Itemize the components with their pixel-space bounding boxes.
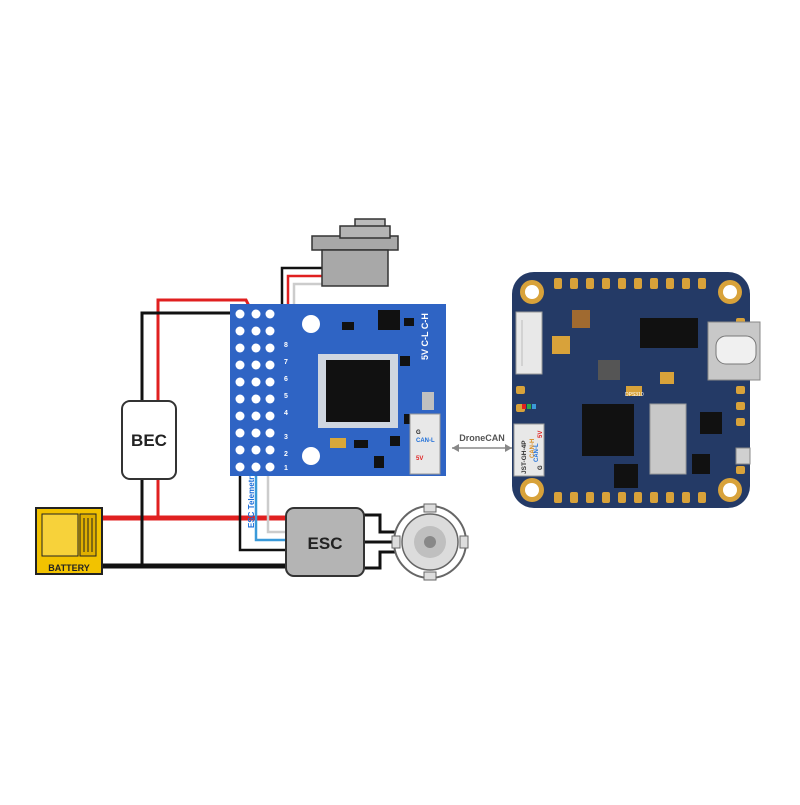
wire-bec-ground-out (140, 311, 236, 402)
fc-chip (582, 404, 634, 456)
dronecan-label: DroneCAN (459, 433, 505, 443)
pin-number: 2 (284, 451, 288, 458)
battery-label: BATTERY (48, 563, 90, 573)
component (378, 310, 400, 330)
node-can-connector (409, 413, 441, 475)
pin-number: 7 (284, 359, 288, 366)
fc-can-connector (513, 423, 545, 477)
fc-chip (640, 318, 698, 348)
fc-chip (572, 310, 590, 328)
led-indicator (527, 404, 531, 409)
dronecan-link: DroneCAN (452, 433, 512, 452)
component (390, 436, 400, 446)
fc-connector-5v-label: 5V (538, 431, 544, 438)
fc-chip (552, 336, 570, 354)
led-indicator (522, 404, 526, 409)
fc-chip (614, 464, 638, 488)
wire-esc-ground (238, 473, 288, 552)
node-connector-g-label: G (416, 430, 421, 436)
component (330, 438, 346, 448)
fc-chip (598, 360, 620, 380)
node-connector-header-label: 5V C-L C-H (420, 313, 430, 360)
fc-connector-can-h-label: CAN-H (530, 439, 536, 458)
pin-number: 3 (284, 434, 288, 441)
battery: BATTERY (35, 507, 103, 575)
servo (311, 218, 399, 287)
fc-connector-g-label: G (538, 465, 544, 470)
fc-side-connector (515, 311, 543, 375)
wire-esc-telemetry (254, 473, 288, 542)
pin-number: 8 (284, 342, 288, 349)
wire-motor-c (364, 550, 398, 570)
pin-number: 5 (284, 393, 288, 400)
node-connector-can-l-label: CAN-L (416, 438, 435, 444)
esc-label: ESC (308, 534, 343, 553)
motor (391, 503, 469, 581)
fc-chip (626, 386, 642, 396)
wire-esc-signal (266, 473, 288, 534)
can-node-board: 8 7 6 5 4 3 2 1 5V C-L C-H G CAN-L 5V (230, 304, 446, 476)
component (404, 414, 414, 424)
pin-number: 4 (284, 410, 288, 417)
solder-pads-top (554, 278, 706, 289)
mounting-hole (302, 315, 320, 333)
component (404, 318, 414, 326)
solder-pads-bottom (554, 492, 706, 503)
pin-numbers: 8 7 6 5 4 3 2 1 (284, 342, 288, 472)
fc-chip (692, 454, 710, 474)
boot-button (735, 447, 751, 465)
fc-connector-can-l-label: CAN-L (534, 443, 540, 462)
esc-telemetry-label: ESC Telemetry (247, 472, 256, 528)
fc-chip-label: DPS310 (625, 392, 644, 398)
pin-number: 1 (284, 465, 288, 472)
pin-header-column-a (235, 309, 245, 472)
pin-number: 6 (284, 376, 288, 383)
component (374, 456, 384, 468)
fc-chip (700, 412, 722, 434)
component (400, 356, 410, 366)
sd-card-slot (649, 403, 687, 475)
pin-header-column-c (265, 309, 275, 472)
node-connector-5v-label: 5V (416, 456, 423, 462)
fc-connector-name: JST-GH-4P (521, 440, 528, 474)
component (354, 440, 368, 448)
pin-header-column-b (251, 309, 261, 472)
led-indicator (532, 404, 536, 409)
bec-label: BEC (131, 431, 167, 450)
mounting-hole (302, 447, 320, 465)
esc: ESC ESC Telemetry (247, 472, 365, 577)
component (342, 322, 354, 330)
flight-controller-board: JST-GH-4P 5V CAN-H CAN-L G DPS310 (512, 272, 761, 508)
wire-motor-a (364, 513, 398, 534)
solder-pads-right (736, 318, 745, 474)
fc-chip (660, 372, 674, 384)
bec: BEC (121, 400, 177, 480)
